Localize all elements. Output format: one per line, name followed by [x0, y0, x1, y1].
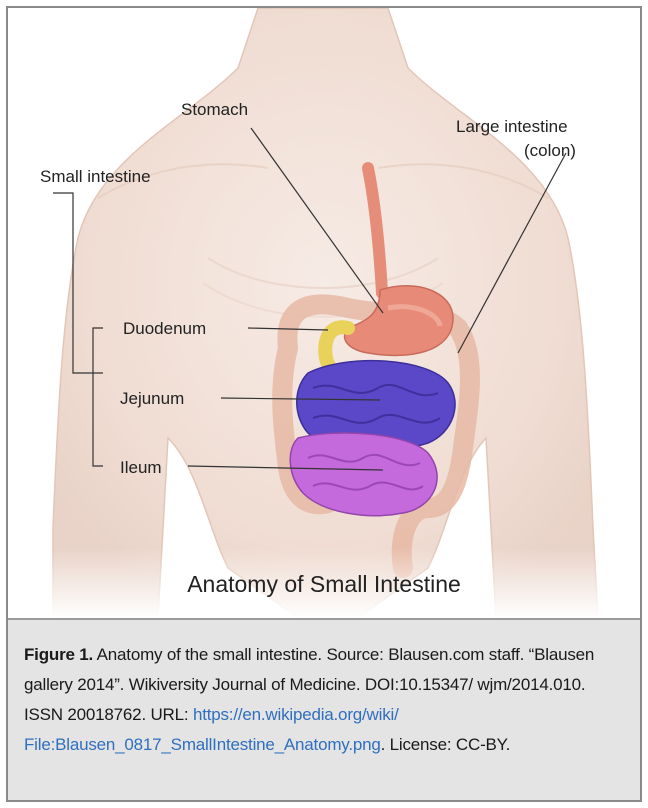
label-duodenum: Duodenum: [123, 319, 206, 338]
anatomy-illustration: Stomach Large intestine (colon) Small in…: [8, 8, 640, 618]
label-small-intestine: Small intestine: [40, 167, 151, 186]
label-stomach: Stomach: [181, 100, 248, 119]
label-colon: (colon): [524, 141, 576, 160]
label-large-intestine: Large intestine: [456, 117, 568, 136]
caption-box: Figure 1. Anatomy of the small intestine…: [8, 618, 640, 800]
label-ileum: Ileum: [120, 458, 162, 477]
anatomy-diagram: Stomach Large intestine (colon) Small in…: [8, 8, 640, 618]
figure-caption: Figure 1. Anatomy of the small intestine…: [24, 640, 624, 760]
label-jejunum: Jejunum: [120, 389, 184, 408]
caption-title: Anatomy of the small intestine.: [93, 645, 326, 664]
figure-title: Anatomy of Small Intestine: [187, 571, 461, 597]
figure-frame: Stomach Large intestine (colon) Small in…: [6, 6, 642, 802]
caption-license: . License: CC-BY.: [381, 735, 511, 754]
figure-number: Figure 1.: [24, 645, 93, 664]
